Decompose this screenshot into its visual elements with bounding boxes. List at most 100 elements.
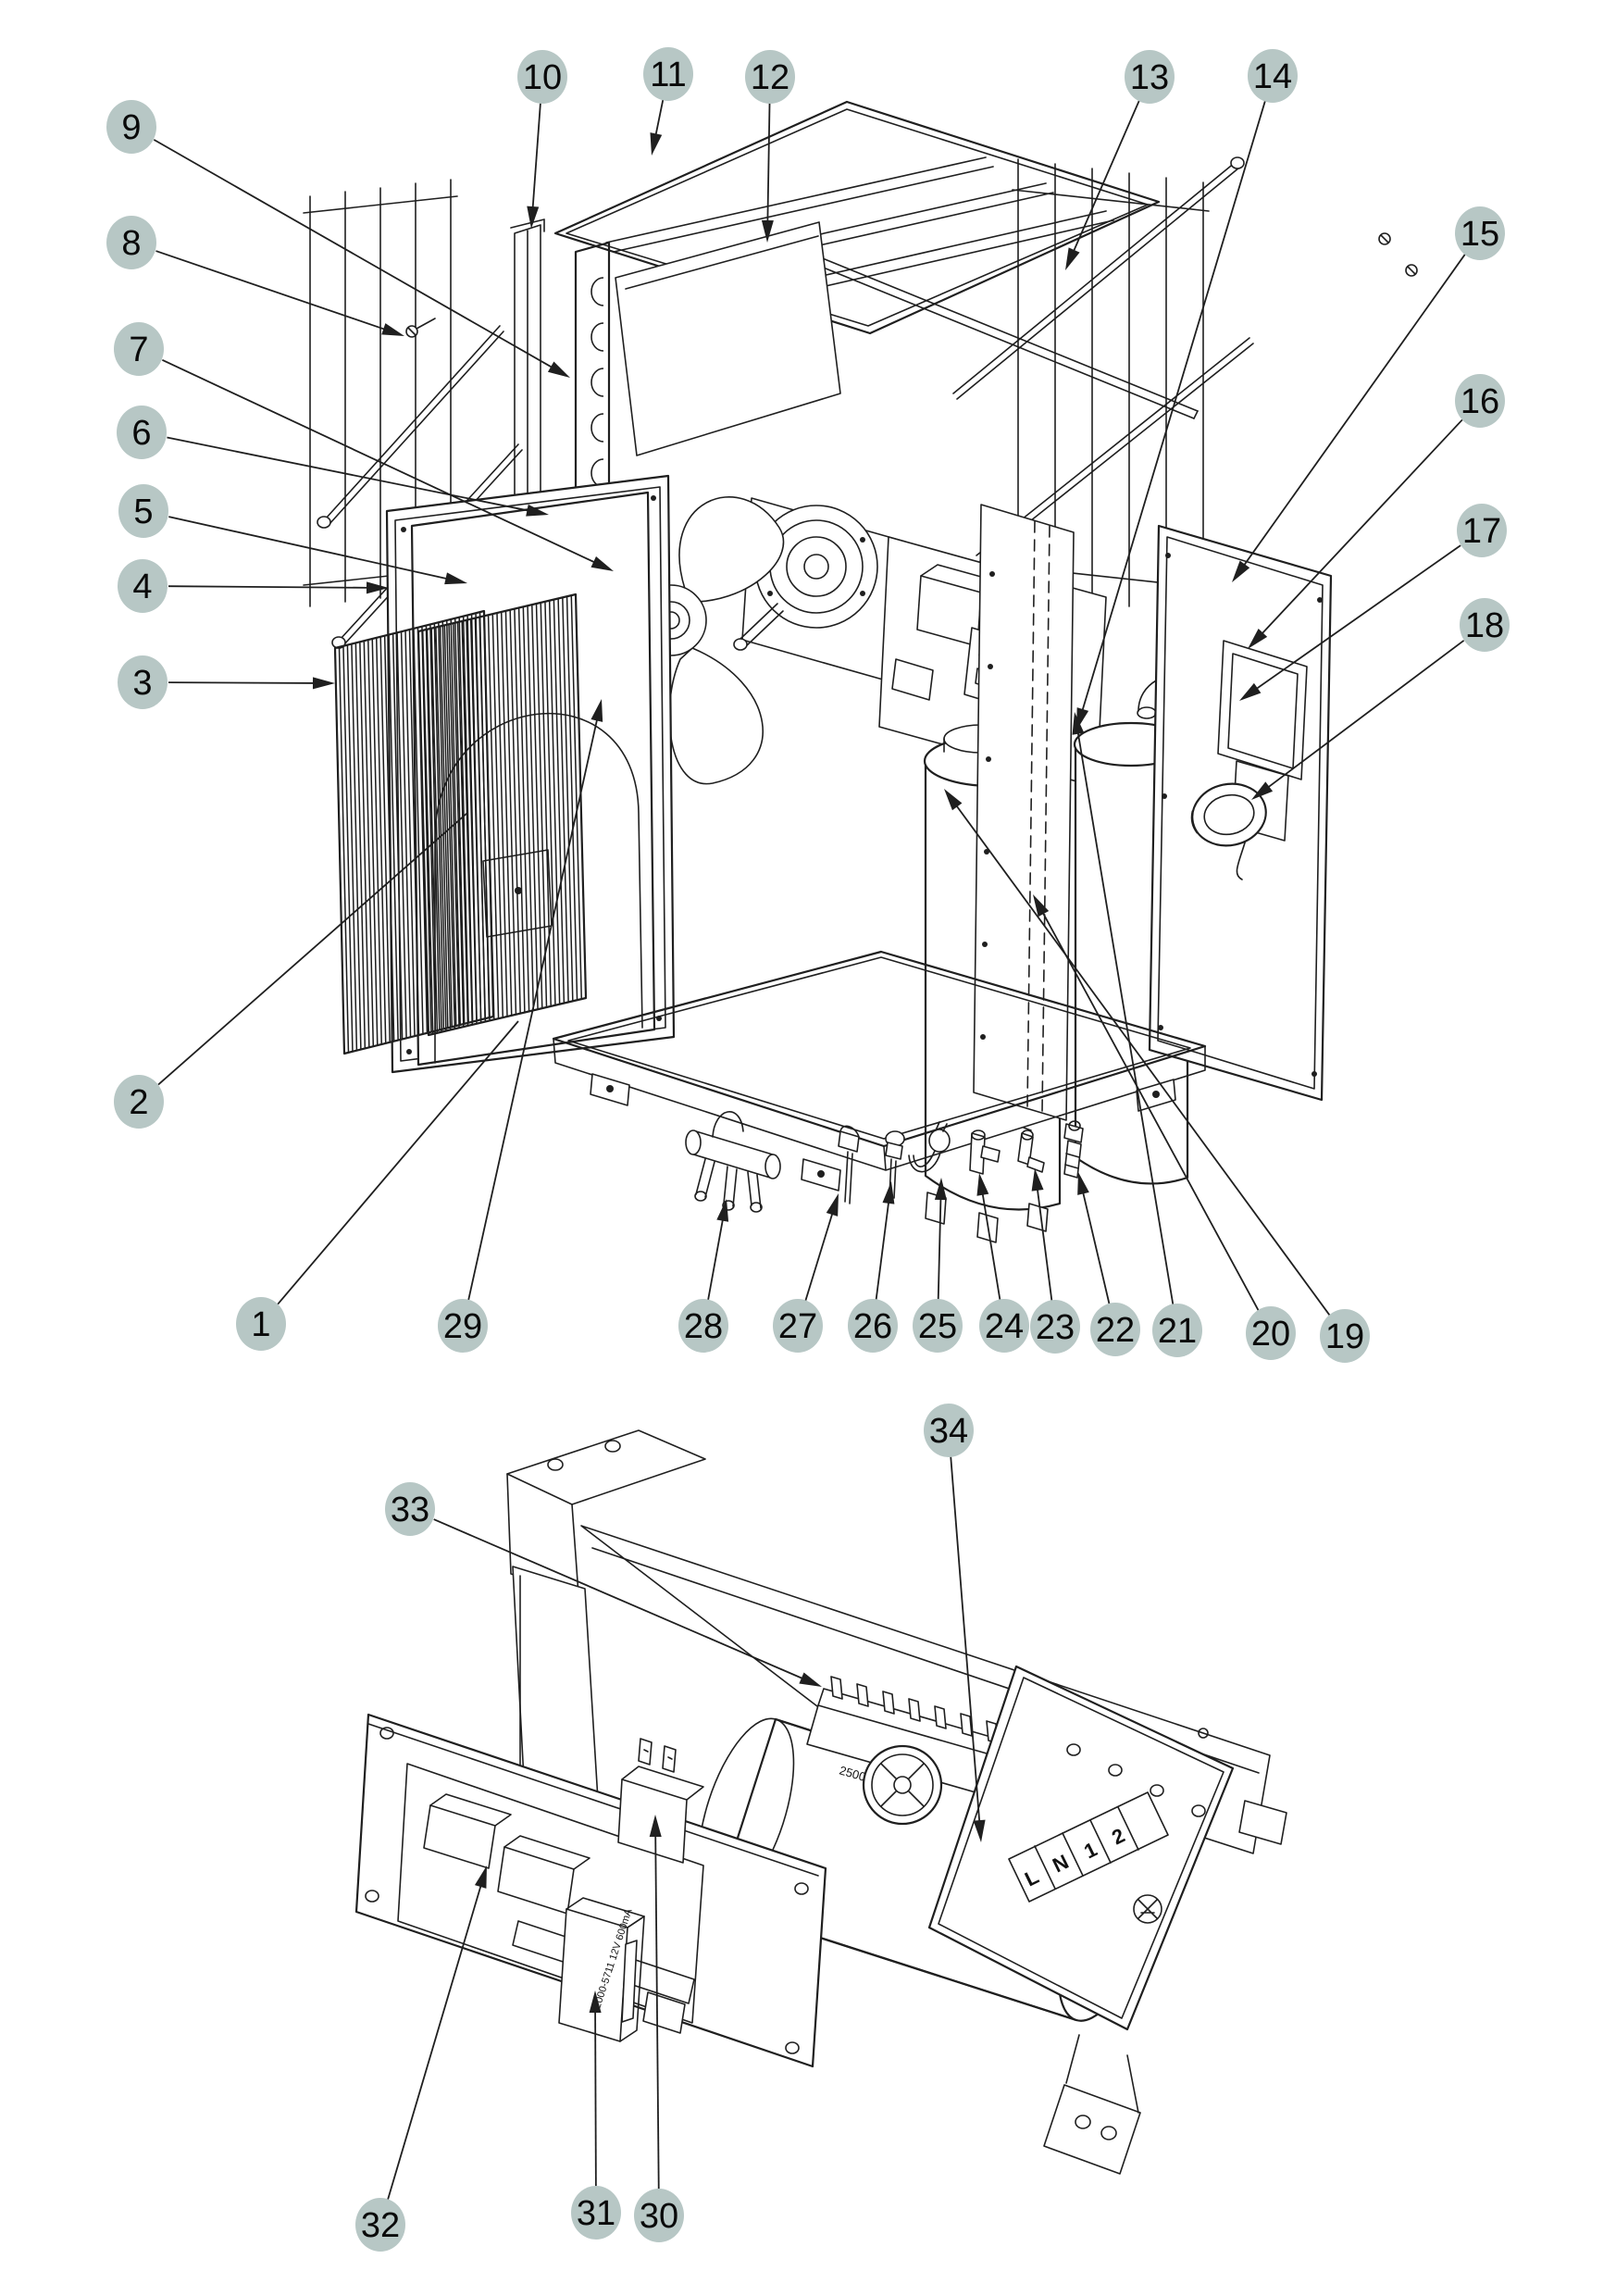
leader-line — [387, 1881, 483, 2201]
leader-arrowhead — [1251, 781, 1274, 800]
balloon-number: 22 — [1096, 1311, 1135, 1350]
balloon-circle — [1152, 1304, 1202, 1357]
balloon-number: 17 — [1462, 512, 1501, 551]
balloon-circle — [438, 1299, 488, 1353]
leader-line — [950, 1455, 981, 1827]
balloon-circle — [924, 1404, 974, 1457]
callout-26: 26 — [848, 1181, 898, 1353]
callout-23: 23 — [1030, 1168, 1080, 1354]
callout-22: 22 — [1077, 1172, 1140, 1356]
partition-panel — [973, 504, 1075, 1121]
balloon-circle — [1455, 206, 1505, 260]
box-rear-wall — [512, 1566, 599, 1801]
leader-arrowhead — [973, 1819, 986, 1842]
balloon-number: 27 — [778, 1307, 817, 1346]
balloon-number: 7 — [129, 331, 148, 369]
leader-line — [1252, 544, 1461, 693]
leader-line — [1036, 1184, 1053, 1302]
four-way-valve — [685, 1111, 781, 1213]
balloon-circle — [1248, 49, 1298, 103]
leader-line — [1039, 908, 1260, 1311]
leader-arrowhead — [1065, 247, 1080, 270]
callout-10: 10 — [517, 50, 567, 229]
balloon-circle — [118, 655, 168, 709]
field-terminal-block: L N 1 2 — [1008, 1791, 1169, 1903]
leader-arrowhead — [1239, 682, 1262, 701]
callout-3: 3 — [118, 655, 335, 709]
leader-arrowhead — [1072, 712, 1085, 735]
balloon-circle — [634, 2189, 684, 2242]
leader-line — [161, 359, 600, 566]
front-grille — [333, 593, 588, 1055]
callout-25: 25 — [913, 1178, 963, 1353]
balloon-number: 1 — [251, 1305, 270, 1344]
temperature-sensor — [838, 1125, 860, 1204]
balloon-circle — [114, 322, 164, 376]
elbow-fitting — [1017, 1127, 1045, 1173]
leader-arrowhead — [1033, 894, 1050, 917]
callout-1: 1 — [236, 1020, 519, 1351]
right-wire-grid — [952, 156, 1418, 617]
leader-arrowhead — [934, 1178, 947, 1201]
balloon-circle — [118, 559, 168, 613]
leader-line — [653, 99, 665, 140]
callout-5: 5 — [118, 484, 467, 585]
balloon-number: 8 — [121, 224, 141, 263]
balloon-circle — [1125, 50, 1175, 104]
balloon-circle — [1320, 1309, 1370, 1363]
panel-screw — [1378, 232, 1418, 277]
leader-arrowhead — [589, 1990, 602, 2014]
leader-line — [1071, 100, 1140, 256]
callout-13: 13 — [1065, 50, 1175, 270]
balloon-number: 34 — [929, 1412, 968, 1451]
callout-15: 15 — [1232, 206, 1505, 582]
tee-fitting — [969, 1129, 1001, 1175]
air-plenum-box — [615, 221, 841, 456]
leader-line — [157, 812, 468, 1086]
balloon-number: 10 — [523, 58, 562, 97]
callout-16: 16 — [1248, 374, 1505, 649]
leader-line — [467, 715, 599, 1301]
callout-27: 27 — [773, 1193, 839, 1353]
leader-line — [1240, 254, 1466, 569]
balloon-number: 9 — [121, 108, 141, 147]
balloon-circle — [773, 1299, 823, 1353]
balloon-number: 19 — [1325, 1317, 1364, 1356]
leader-arrowhead — [761, 219, 774, 243]
balloon-number: 2 — [129, 1083, 148, 1122]
leader-line — [168, 516, 452, 580]
callout-9: 9 — [106, 100, 570, 378]
callout-14: 14 — [1076, 49, 1298, 730]
callout-29: 29 — [438, 699, 603, 1353]
balloon-number: 12 — [751, 58, 789, 97]
leader-line — [531, 102, 541, 213]
callout-2: 2 — [114, 812, 468, 1129]
balloon-number: 15 — [1461, 215, 1499, 254]
balloon-number: 24 — [985, 1307, 1024, 1346]
balloon-circle — [517, 50, 567, 104]
leader-line — [153, 139, 556, 370]
drain-grommet — [1190, 782, 1267, 847]
balloon-circle — [1455, 374, 1505, 428]
balloon-number: 6 — [131, 414, 151, 453]
leader-arrowhead — [882, 1181, 895, 1204]
balloon-number: 28 — [684, 1307, 723, 1346]
balloon-circle — [678, 1299, 728, 1353]
callout-34: 34 — [924, 1404, 986, 1842]
pressure-switch — [908, 1121, 951, 1173]
leader-arrowhead — [381, 323, 404, 336]
balloon-number: 11 — [650, 56, 686, 94]
callout-8: 8 — [106, 216, 404, 336]
leader-arrowhead — [474, 1866, 487, 1889]
leader-line — [1258, 418, 1463, 638]
balloon-number: 18 — [1465, 606, 1504, 645]
balloon-number: 30 — [640, 2197, 678, 2236]
leader-line — [167, 436, 533, 513]
leader-line — [981, 1189, 1001, 1301]
power-supply-module: 2000-5711 12V 600mA — [558, 1897, 645, 2042]
leader-arrowhead — [547, 361, 570, 378]
leader-line — [654, 1830, 660, 2190]
balloon-circle — [385, 1482, 435, 1536]
callout-24: 24 — [976, 1173, 1029, 1353]
